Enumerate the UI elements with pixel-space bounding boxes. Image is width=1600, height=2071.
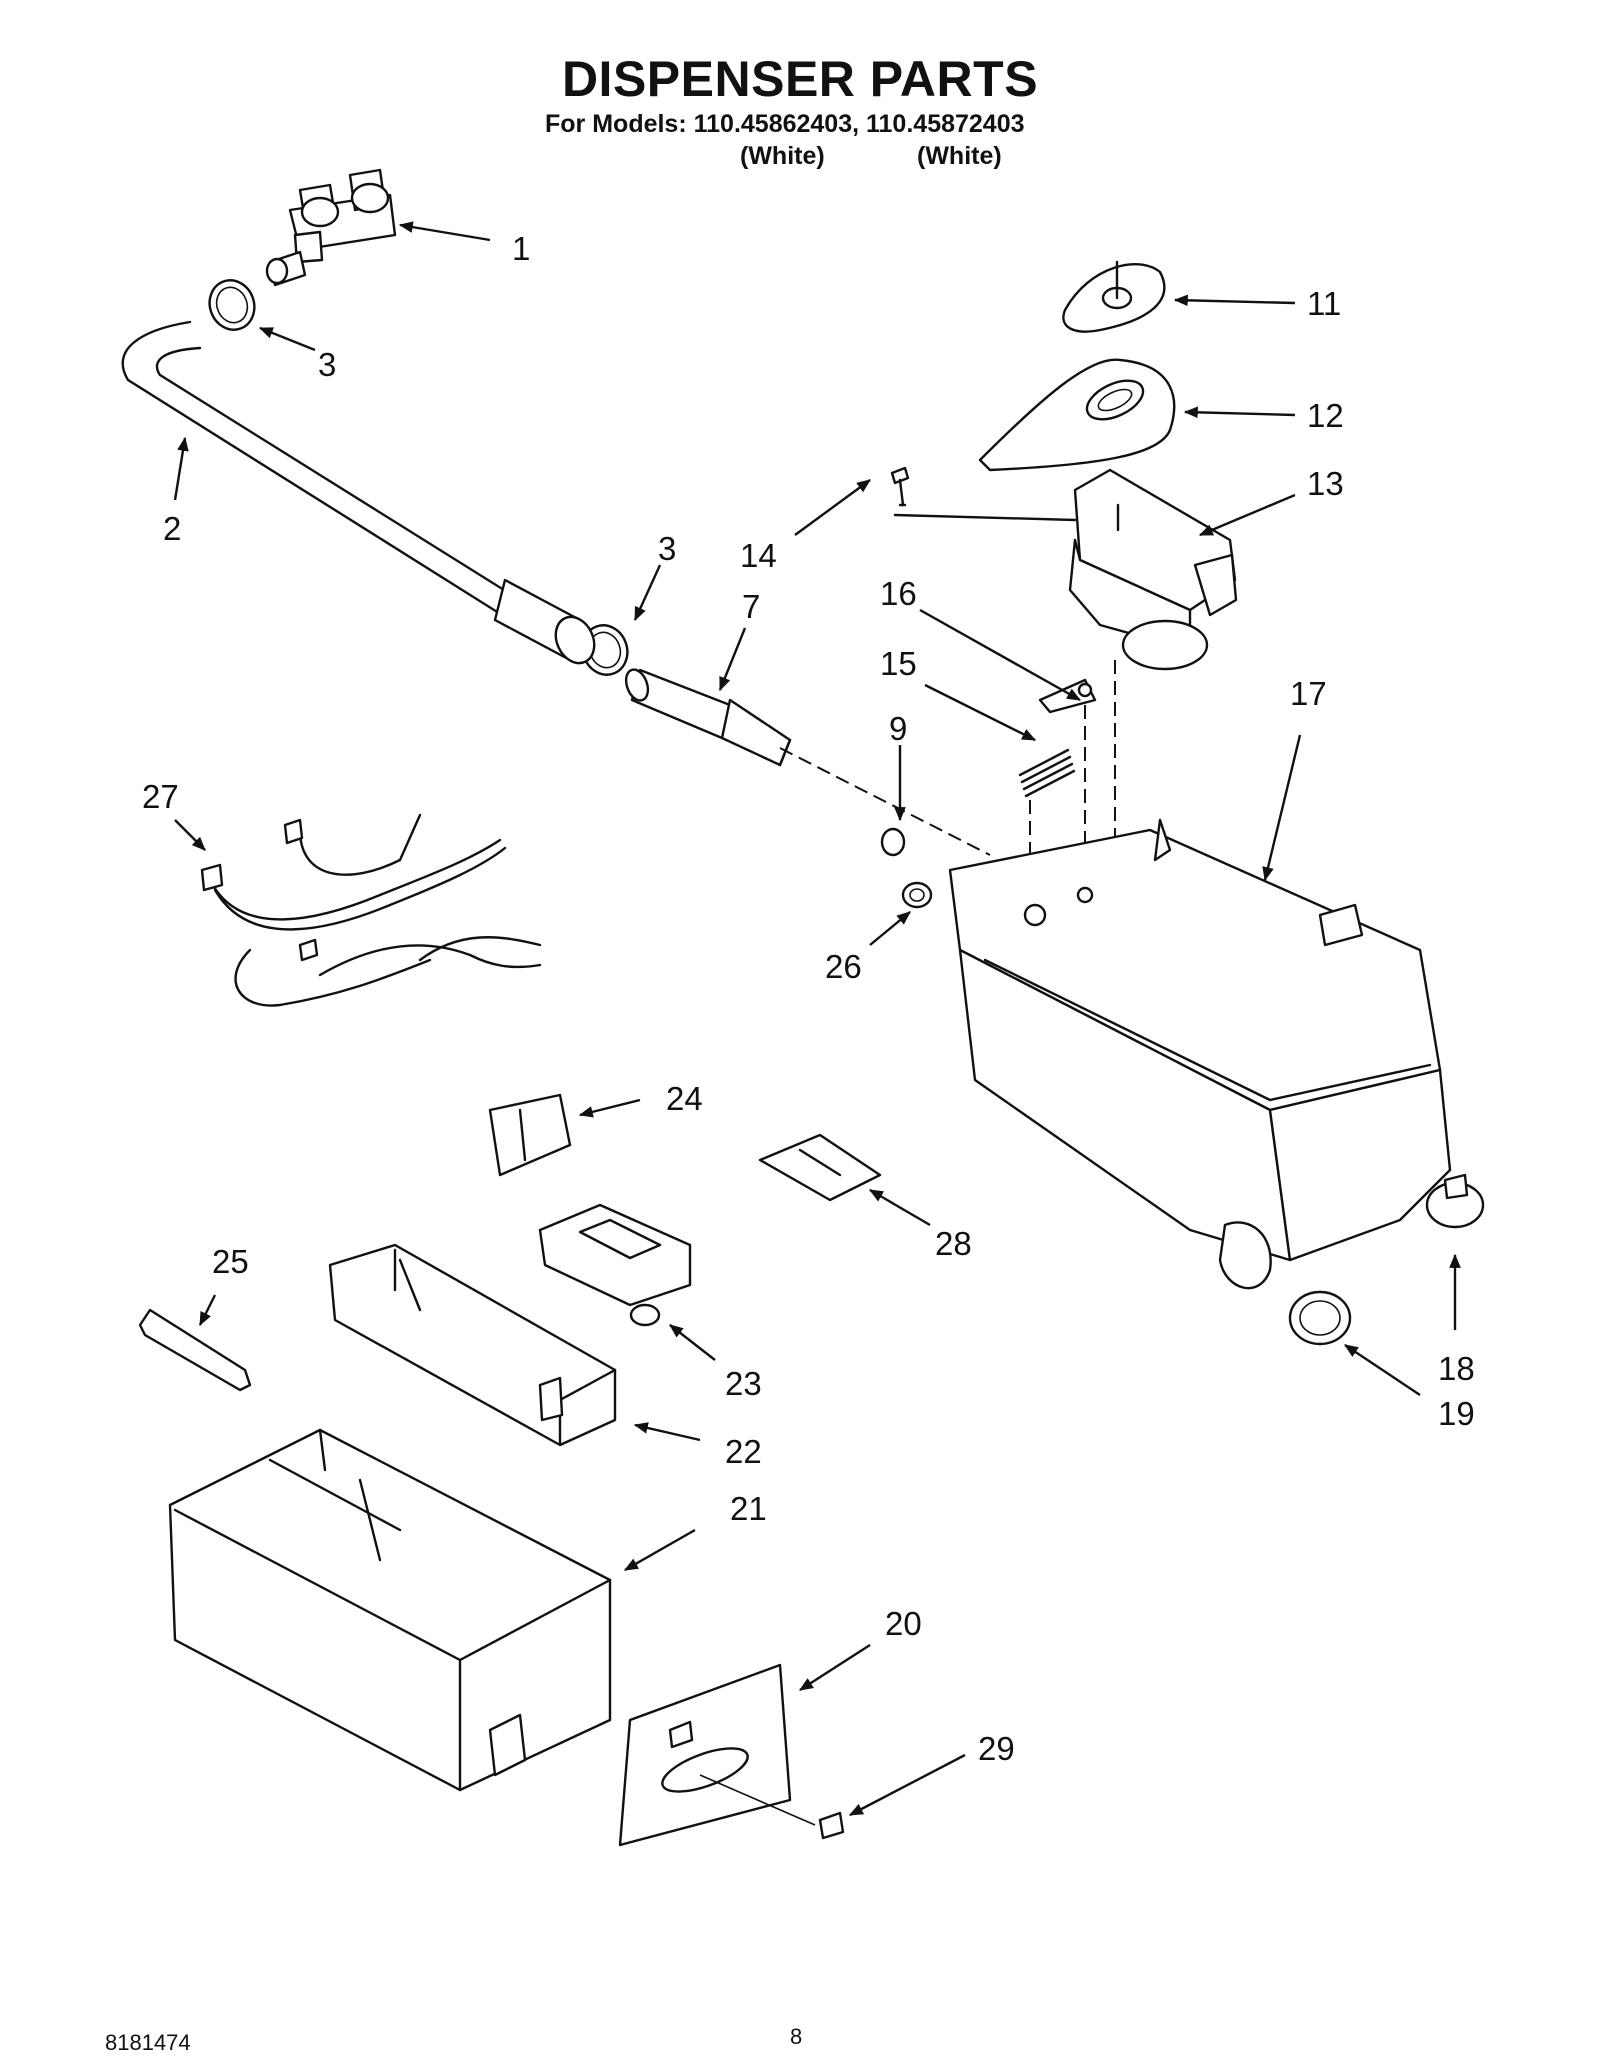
callout-29: 29 xyxy=(978,1730,1015,1767)
callout-3b: 3 xyxy=(658,530,676,567)
knob-cap-part xyxy=(1062,260,1166,333)
callout-20: 20 xyxy=(885,1605,922,1642)
model-color-2: (White) xyxy=(917,142,1002,170)
label-part xyxy=(818,1811,845,1840)
pressure-switch-part xyxy=(1425,1173,1485,1229)
callout-3a: 3 xyxy=(318,346,336,383)
drawer-handle-part xyxy=(618,1663,792,1847)
siphon-part xyxy=(138,1308,252,1392)
lever-arm-part xyxy=(1038,678,1097,714)
callout-18: 18 xyxy=(1438,1350,1475,1387)
callout-26: 26 xyxy=(825,948,862,985)
callout-28: 28 xyxy=(935,1225,972,1262)
callout-22: 22 xyxy=(725,1433,762,1470)
models-line: For Models: 110.45862403, 110.45872403 xyxy=(545,110,1025,138)
wire-harness-part xyxy=(200,813,542,1007)
callout-19: 19 xyxy=(1438,1395,1475,1432)
callout-7: 7 xyxy=(742,588,760,625)
document-number: 8181474 xyxy=(105,2030,191,2055)
fill-tube-part xyxy=(624,668,792,767)
grommet-part xyxy=(901,881,933,909)
callout-16: 16 xyxy=(880,575,917,612)
callout-25: 25 xyxy=(212,1243,249,1280)
screw-part xyxy=(890,466,910,507)
page-number: 8 xyxy=(790,2024,803,2049)
page-title: DISPENSER PARTS xyxy=(561,51,1039,107)
callout-14: 14 xyxy=(740,537,777,574)
dispenser-motor-part xyxy=(893,468,1238,671)
callout-24: 24 xyxy=(666,1080,703,1117)
water-valve-part xyxy=(265,168,397,287)
model-color-1: (White) xyxy=(740,142,825,170)
callout-23: 23 xyxy=(725,1365,762,1402)
o-ring-part xyxy=(880,827,906,857)
callout-27: 27 xyxy=(142,778,179,815)
leader-arrows xyxy=(173,221,1461,1817)
bleach-cup-part xyxy=(538,1203,692,1327)
callout-1: 1 xyxy=(512,230,530,267)
callout-2: 2 xyxy=(163,510,181,547)
callout-11: 11 xyxy=(1307,285,1341,322)
dispenser-housing-part xyxy=(948,818,1452,1290)
callout-9: 9 xyxy=(889,710,907,747)
dispenser-tray-part xyxy=(328,1243,617,1447)
callout-21: 21 xyxy=(730,1490,767,1527)
spring-part xyxy=(1018,748,1076,798)
callout-12: 12 xyxy=(1307,397,1344,434)
hose-clamp-part xyxy=(208,279,256,331)
dispenser-drawer-part xyxy=(168,1428,612,1792)
callout-17: 17 xyxy=(1290,675,1327,712)
siphon-cap-part xyxy=(488,1093,572,1177)
bracket-part xyxy=(758,1133,882,1202)
seal-ring-part xyxy=(1288,1290,1352,1346)
callout-13: 13 xyxy=(1307,465,1344,502)
fill-hose-part xyxy=(121,320,596,665)
dispenser-cover-part xyxy=(978,358,1176,472)
callout-15: 15 xyxy=(880,645,917,682)
